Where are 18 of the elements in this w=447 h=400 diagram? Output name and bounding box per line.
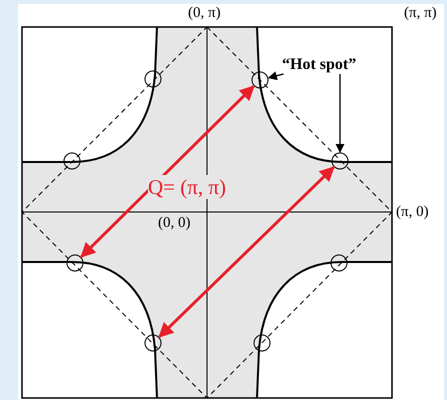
coordinate-label: (0, 0) (158, 214, 190, 232)
hot-spot-circle (144, 70, 162, 88)
hot-spot-circle (144, 334, 162, 352)
coordinate-label: (0, π) (188, 4, 221, 22)
coordinate-label: (π, 0) (396, 203, 429, 221)
double-arrow (158, 166, 335, 338)
hot-spot-circle (254, 334, 270, 352)
hot-spot-circle (332, 152, 348, 170)
coordinate-label: (π, π) (404, 4, 437, 22)
arrow (335, 74, 345, 153)
hot-spot-circle (66, 254, 84, 272)
hot-spot-circle (64, 152, 80, 170)
double-arrow (80, 85, 255, 258)
vector-label: Q= (π, π) (148, 175, 226, 199)
hot-spot-circle (330, 254, 348, 272)
arrow (268, 71, 284, 80)
hot-spot-circle (252, 72, 268, 88)
callout-label: “Hot spot” (282, 56, 356, 74)
